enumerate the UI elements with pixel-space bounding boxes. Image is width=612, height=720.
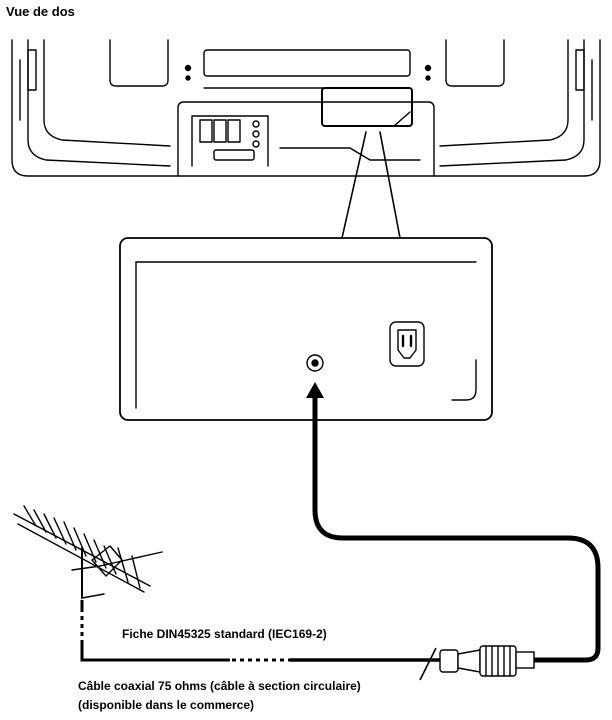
tv-rear-frame — [11, 39, 601, 177]
coaxial-cable — [80, 392, 601, 663]
din-plug-icon — [439, 645, 535, 677]
view-label: Vue de dos — [6, 4, 75, 19]
power-inlet — [389, 321, 425, 367]
enlarged-panel — [119, 237, 493, 421]
cable-label-line1: Câble coaxial 75 ohms (câble à section c… — [78, 679, 361, 693]
cable-label-line2: (disponible dans le commerce) — [78, 698, 255, 712]
callout-line-right — [379, 131, 401, 239]
antenna-input-jack — [306, 354, 324, 372]
terminal-highlight — [321, 87, 413, 127]
plug-label: Fiche DIN45325 standard (IEC169-2) — [122, 627, 327, 641]
antenna-icon — [13, 505, 163, 599]
arrow-up — [306, 382, 324, 398]
callout-line-left — [341, 131, 367, 239]
